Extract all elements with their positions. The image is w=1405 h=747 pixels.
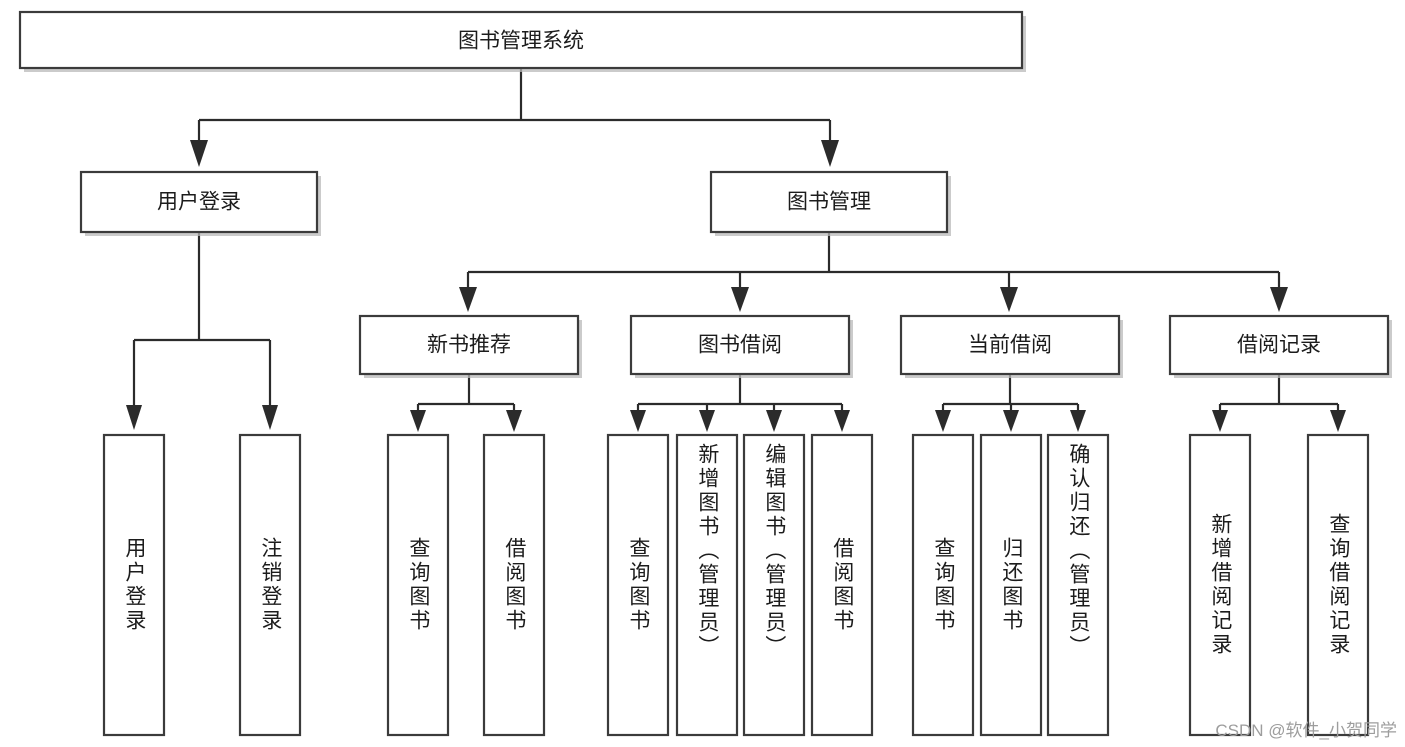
node-current-borrow[interactable]: 当前借阅 [899, 314, 1123, 378]
user-login-label: 用户登录 [157, 191, 241, 214]
arrowhead-leaf-borrow-book [834, 410, 850, 432]
book-management-box[interactable] [709, 170, 949, 234]
connector-group-current-borrow [935, 374, 1086, 432]
book-borrow-box[interactable] [629, 314, 851, 376]
arrowhead-new-book-recommend [459, 287, 477, 312]
current-borrow-label: 当前借阅 [968, 334, 1052, 357]
csdn-watermark: CSDN @软件_小贺同学 [1215, 721, 1397, 740]
book-management-label: 图书管理 [787, 191, 871, 214]
arrowhead-book-borrow [731, 287, 749, 312]
leaf-borrow-book-box[interactable] [810, 433, 874, 737]
leaf-add-book-admin-box[interactable] [675, 433, 739, 737]
leaf-query-borrow-record-box[interactable] [1306, 433, 1370, 737]
current-borrow-box[interactable] [899, 314, 1121, 376]
connector-group-root [190, 68, 839, 167]
leaf-query-book-rec-box[interactable] [386, 433, 450, 737]
leaf-logout-box[interactable] [238, 433, 302, 737]
arrowhead-borrow-record [1270, 287, 1288, 312]
connector-group-book-borrow [630, 374, 850, 432]
connector-group-book-management [459, 232, 1288, 312]
user-login-box[interactable] [79, 170, 319, 234]
leaf-borrow-book-rec-box[interactable] [482, 433, 546, 737]
arrowhead-leaf-add-book-admin [699, 410, 715, 432]
arrowhead-leaf-user-login [126, 405, 142, 430]
connector-group-borrow-record [1212, 374, 1346, 432]
arrowhead-leaf-add-borrow-record [1212, 410, 1228, 432]
arrowhead-leaf-logout [262, 405, 278, 430]
node-root[interactable]: 图书管理系统 [18, 10, 1026, 72]
node-book-borrow[interactable]: 图书借阅 [629, 314, 853, 378]
leaf-edit-book-admin-box[interactable] [742, 433, 806, 737]
arrowhead-leaf-query-book-rec [410, 410, 426, 432]
arrowhead-leaf-borrow-book-rec [506, 410, 522, 432]
new-book-recommend-label: 新书推荐 [427, 334, 511, 357]
node-user-login[interactable]: 用户登录 [79, 170, 321, 236]
connector-group-user-login [126, 232, 278, 430]
arrowhead-leaf-return-book [1003, 410, 1019, 432]
arrowhead-leaf-query-book-current [935, 410, 951, 432]
borrow-record-box[interactable] [1168, 314, 1390, 376]
book-borrow-label: 图书借阅 [698, 334, 782, 357]
borrow-record-label: 借阅记录 [1237, 334, 1321, 357]
node-book-management[interactable]: 图书管理 [709, 170, 951, 236]
arrowhead-current-borrow [1000, 287, 1018, 312]
connector-group-new-book-recommend [410, 374, 522, 432]
arrowhead-leaf-edit-book-admin [766, 410, 782, 432]
arrowhead-leaf-query-borrow-record [1330, 410, 1346, 432]
leaf-boxes [102, 433, 1370, 737]
leaf-confirm-return-admin-box[interactable] [1046, 433, 1110, 737]
node-borrow-record[interactable]: 借阅记录 [1168, 314, 1392, 378]
arrowhead-leaf-confirm-return-admin [1070, 410, 1086, 432]
node-new-book-recommend[interactable]: 新书推荐 [358, 314, 582, 378]
root-label: 图书管理系统 [458, 30, 584, 53]
leaf-query-book-borrow-box[interactable] [606, 433, 670, 737]
root-box[interactable] [18, 10, 1024, 70]
leaf-user-login-box[interactable] [102, 433, 166, 737]
arrowhead-leaf-query-book-borrow [630, 410, 646, 432]
arrowhead-user-login [190, 140, 208, 167]
arrowhead-book-management [821, 140, 839, 167]
new-book-recommend-box[interactable] [358, 314, 580, 376]
leaf-query-book-current-box[interactable] [911, 433, 975, 737]
leaf-add-borrow-record-box[interactable] [1188, 433, 1252, 737]
leaf-return-book-box[interactable] [979, 433, 1043, 737]
